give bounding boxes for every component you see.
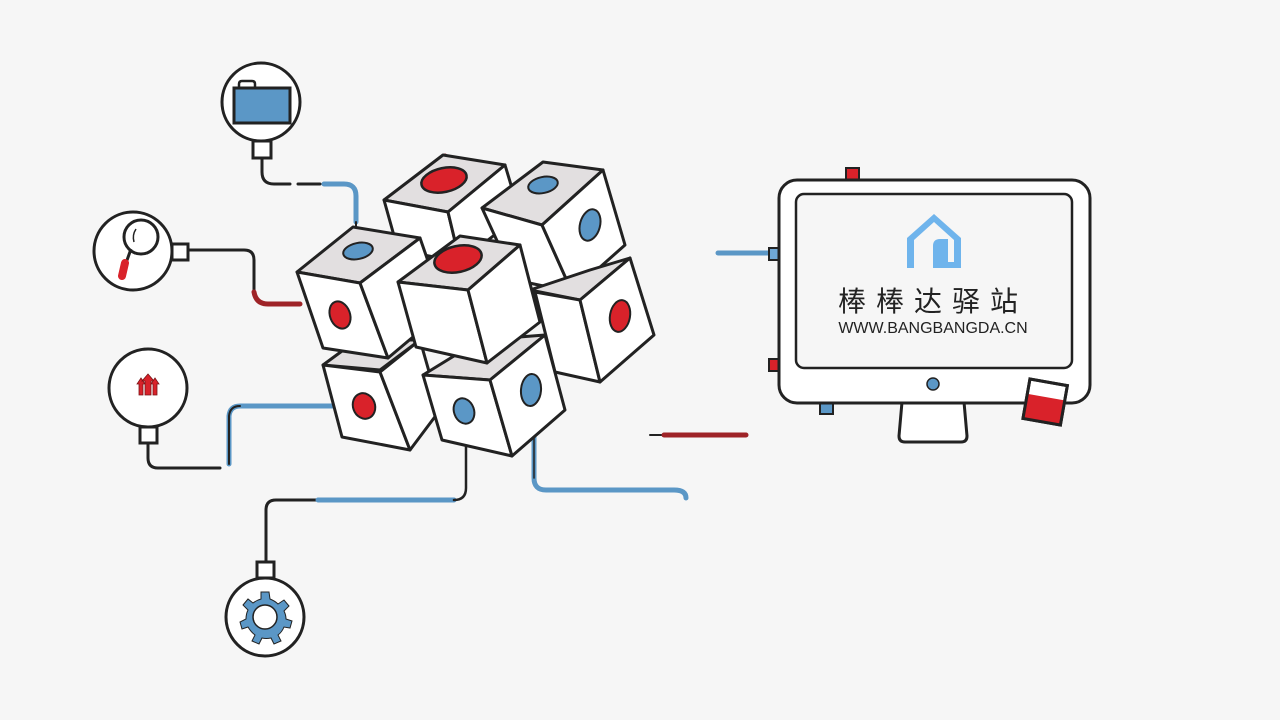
cube-cluster — [295, 153, 656, 458]
cube — [480, 160, 627, 294]
brand-url[interactable]: WWW.BANGBANGDA.CN — [838, 320, 1028, 337]
folder-icon[interactable] — [220, 61, 302, 160]
brand-title: 棒棒达驿站 — [837, 285, 1028, 318]
cube — [528, 256, 656, 384]
connector-lines — [146, 153, 773, 564]
cube — [396, 234, 542, 365]
magnifier-icon[interactable] — [92, 210, 190, 292]
monitor — [768, 167, 1092, 444]
arrows-up-icon[interactable] — [107, 347, 189, 445]
gear-icon[interactable] — [224, 560, 306, 658]
house-icon — [907, 214, 961, 268]
